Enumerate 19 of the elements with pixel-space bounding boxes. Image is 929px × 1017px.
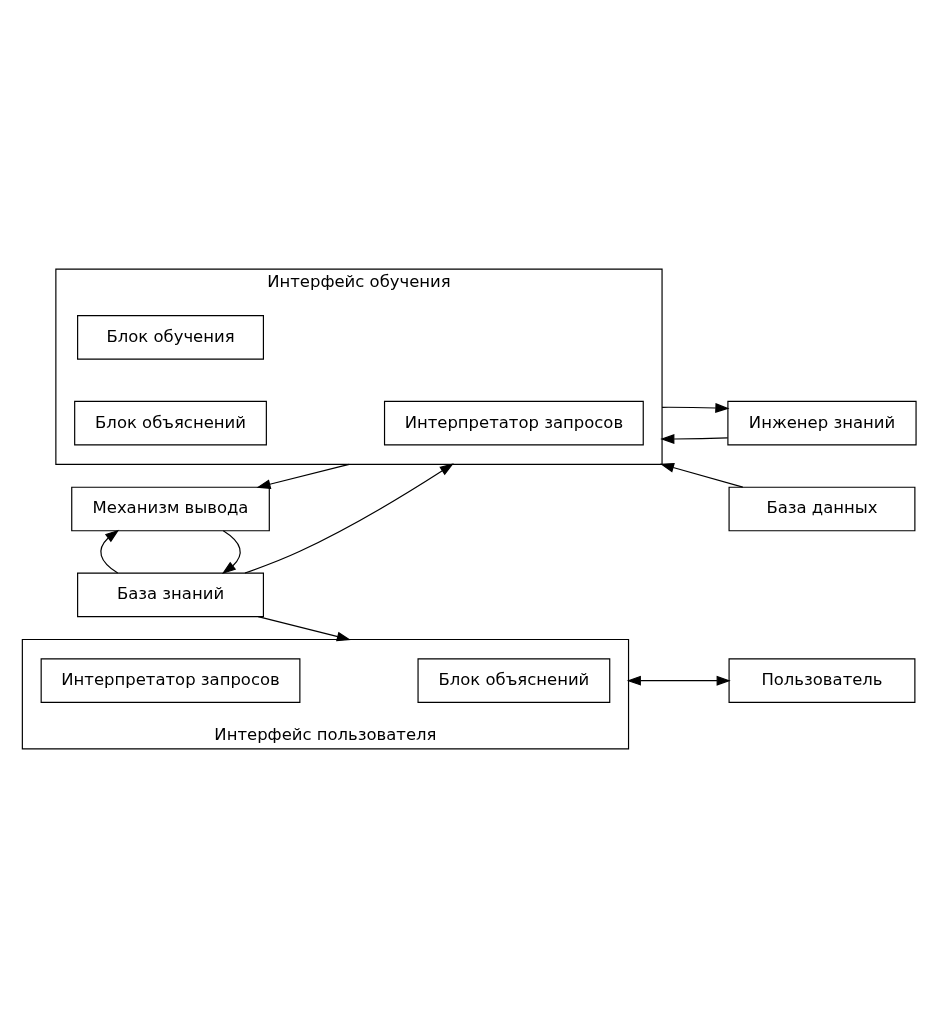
arrow [626, 675, 731, 686]
arrow [244, 462, 454, 574]
arrow [256, 463, 350, 489]
node-box: База знаний [77, 572, 264, 617]
arrow [221, 529, 241, 574]
arrow [100, 529, 120, 574]
node-box: Интерпретатор запросов [383, 400, 644, 445]
node-box: Механизм вывода [71, 486, 270, 531]
node-box: Блок обучения [77, 314, 264, 360]
node-box: База данных [728, 486, 916, 531]
node-box: Блок объяснений [417, 657, 611, 703]
node-box: Пользователь [728, 657, 916, 703]
arrow [661, 402, 730, 413]
arrow [660, 433, 729, 444]
node-box: Интерпретатор запросов [40, 657, 301, 703]
arrow [659, 462, 744, 488]
arrow [257, 615, 351, 641]
node-box: Инженер знаний [727, 400, 917, 445]
node-box: Блок объяснений [74, 400, 267, 445]
